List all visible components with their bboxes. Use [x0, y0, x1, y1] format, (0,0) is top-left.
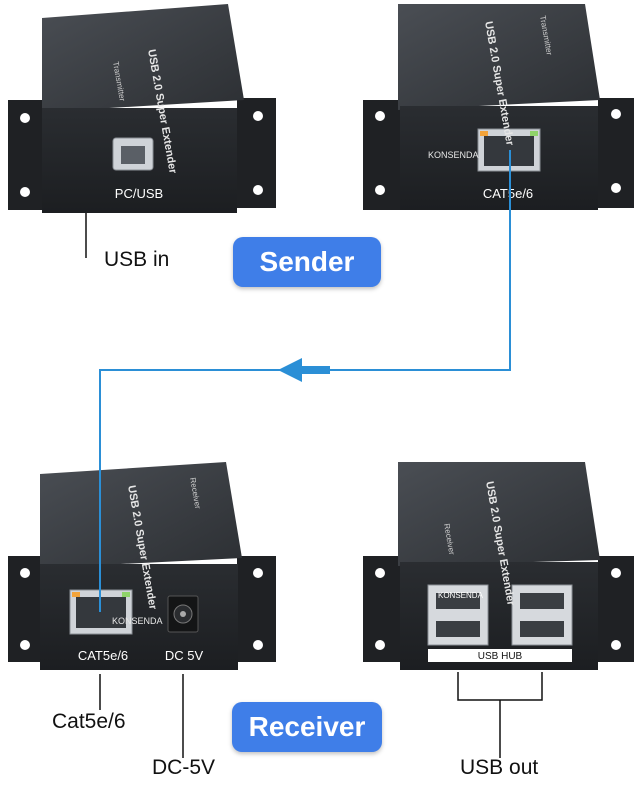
dc-jack-pin — [180, 611, 186, 617]
mount-hole — [20, 640, 30, 650]
port-label-cat: CAT5e/6 — [483, 186, 533, 201]
brand-label: KONSENDA — [438, 591, 484, 600]
usb-a-port — [520, 593, 564, 609]
mount-hole — [20, 113, 30, 123]
usb-a-port — [520, 621, 564, 637]
rj45-led — [480, 131, 488, 136]
mount-bracket-left — [363, 556, 402, 662]
callout-usb-in: USB in — [104, 248, 170, 271]
rj45-led — [72, 592, 80, 597]
rj45-led — [530, 131, 538, 136]
mount-bracket-left — [8, 100, 42, 210]
mount-hole — [20, 568, 30, 578]
receiver-rj45-device: USB 2.0 Super Extender Receiver KONSENDA… — [8, 462, 276, 670]
mount-hole — [375, 111, 385, 121]
usb-hub-label: USB HUB — [478, 651, 523, 662]
mount-hole — [253, 185, 263, 195]
flow-arrow-head-icon — [278, 358, 302, 382]
callout-usb-out: USB out — [460, 756, 539, 779]
usb-a-port-group-right — [511, 584, 573, 646]
usb-a-port — [436, 593, 480, 609]
port-label-cat: CAT5e/6 — [78, 648, 128, 663]
receiver-badge: Receiver — [232, 702, 382, 752]
device-top — [398, 4, 600, 110]
mount-hole — [20, 187, 30, 197]
mount-hole — [253, 111, 263, 121]
port-label-dc: DC 5V — [165, 648, 204, 663]
mount-bracket-right — [237, 556, 276, 662]
mount-bracket-left — [8, 556, 42, 662]
receiver-hub-device: USB HUB KONSENDA USB 2.0 Super Extender … — [363, 462, 634, 670]
brand-label: KONSENDA — [112, 616, 163, 626]
mount-hole — [375, 640, 385, 650]
usb-hub-label-band — [428, 649, 572, 662]
cable-connection — [99, 150, 511, 612]
mount-bracket-right — [598, 556, 634, 662]
mount-hole — [611, 109, 621, 119]
mount-bracket-right — [237, 98, 276, 208]
usb-a-port-group-left — [427, 584, 489, 646]
sender-rj45-device: USB 2.0 Super Extender Transmitter KONSE… — [363, 4, 634, 210]
mount-hole — [611, 640, 621, 650]
mount-hole — [253, 640, 263, 650]
mount-hole — [611, 183, 621, 193]
device-top — [42, 4, 244, 112]
mount-hole — [611, 568, 621, 578]
callout-lines — [85, 213, 543, 758]
device-top — [40, 462, 242, 568]
mount-bracket-right — [598, 98, 634, 208]
rj45-led — [122, 592, 130, 597]
port-label-pc-usb: PC/USB — [115, 186, 163, 201]
sender-badge: Sender — [233, 237, 381, 287]
usb-a-port — [436, 621, 480, 637]
mount-hole — [375, 185, 385, 195]
usb-b-port-socket — [121, 146, 145, 164]
callout-dc: DC-5V — [152, 756, 216, 779]
leader-usb-out-bracket — [457, 672, 543, 701]
mount-bracket-left — [363, 100, 402, 210]
mount-hole — [375, 568, 385, 578]
device-top — [398, 462, 600, 566]
sender-usb-device: USB 2.0 Super Extender Transmitter PC/US… — [8, 4, 276, 213]
brand-label: KONSENDA — [428, 150, 479, 160]
callout-cat: Cat5e/6 — [52, 710, 126, 733]
mount-hole — [253, 568, 263, 578]
